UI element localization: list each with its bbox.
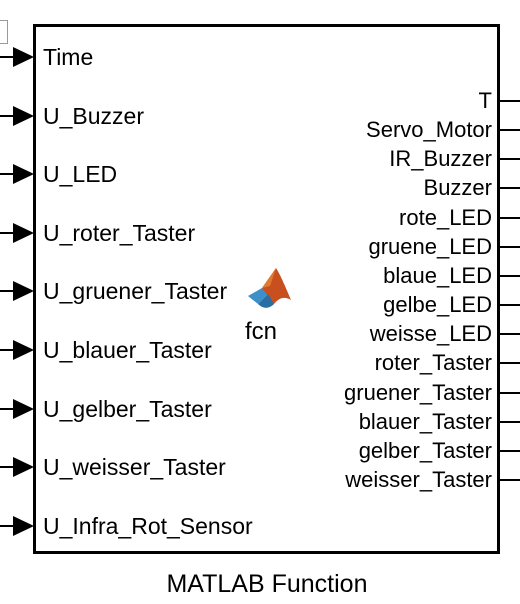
output-label: IR_Buzzer: [389, 146, 492, 171]
output-label: gruener_Taster: [344, 380, 492, 405]
output-label: blauer_Taster: [358, 409, 492, 434]
output-port-13[interactable]: [500, 450, 520, 452]
output-port-14[interactable]: [500, 479, 520, 481]
output-label: Buzzer: [423, 175, 492, 200]
input-port-7[interactable]: [0, 397, 36, 421]
output-label: blaue_LED: [383, 263, 492, 288]
input-label: U_weisser_Taster: [43, 454, 226, 480]
input-wire: [0, 525, 14, 527]
output-port-9[interactable]: [500, 333, 520, 335]
output-label: gelber_Taster: [358, 438, 492, 463]
output-port-10[interactable]: [500, 362, 520, 364]
output-label: Servo_Motor: [366, 117, 492, 142]
input-port-9[interactable]: [0, 514, 36, 538]
input-wire: [0, 466, 14, 468]
output-port-1[interactable]: [500, 100, 520, 102]
input-label: U_gruener_Taster: [43, 278, 228, 304]
input-port-4[interactable]: [0, 221, 36, 245]
output-label: weisse_LED: [369, 321, 492, 346]
input-wire: [0, 173, 14, 175]
input-label: U_Buzzer: [43, 103, 144, 129]
matlab-logo-icon: [248, 268, 291, 308]
block-name-label[interactable]: MATLAB Function: [166, 570, 368, 598]
input-label: U_blauer_Taster: [43, 337, 212, 363]
input-arrow-icon: [13, 457, 34, 477]
input-arrow-icon: [13, 106, 34, 126]
input-port-8[interactable]: [0, 455, 36, 479]
input-port-1[interactable]: [0, 45, 36, 69]
input-label: U_LED: [43, 161, 118, 187]
output-port-5[interactable]: [500, 217, 520, 219]
input-wire: [0, 56, 14, 58]
output-port-6[interactable]: [500, 246, 520, 248]
input-port-5[interactable]: [0, 279, 36, 303]
input-port-3[interactable]: [0, 162, 36, 186]
input-wire: [0, 232, 14, 234]
output-port-3[interactable]: [500, 158, 520, 160]
input-wire: [0, 290, 14, 292]
output-label: gelbe_LED: [383, 292, 492, 317]
input-arrow-icon: [13, 223, 34, 243]
input-wire: [0, 115, 14, 117]
output-label: rote_LED: [399, 205, 492, 230]
output-label: T: [478, 88, 492, 113]
input-label: Time: [43, 44, 94, 70]
input-arrow-icon: [13, 281, 34, 301]
input-label: U_gelber_Taster: [43, 396, 212, 422]
input-arrow-icon: [13, 340, 34, 360]
output-label: weisser_Taster: [345, 467, 492, 492]
output-port-7[interactable]: [500, 275, 520, 277]
input-arrow-icon: [13, 516, 34, 536]
input-label: U_Infra_Rot_Sensor: [43, 513, 253, 539]
input-port-6[interactable]: [0, 338, 36, 362]
input-wire: [0, 349, 14, 351]
output-port-4[interactable]: [500, 187, 520, 189]
input-arrow-icon: [13, 47, 34, 67]
input-port-2[interactable]: [0, 104, 36, 128]
input-label: U_roter_Taster: [43, 220, 196, 246]
input-arrow-icon: [13, 399, 34, 419]
adjacent-block-edge: [0, 20, 8, 44]
function-name-label: fcn: [245, 318, 278, 345]
input-arrow-icon: [13, 164, 34, 184]
output-label: gruene_LED: [368, 234, 492, 259]
output-label: roter_Taster: [374, 350, 492, 375]
input-wire: [0, 408, 14, 410]
output-port-11[interactable]: [500, 392, 520, 394]
output-port-8[interactable]: [500, 304, 520, 306]
output-port-12[interactable]: [500, 421, 520, 423]
output-port-2[interactable]: [500, 129, 520, 131]
